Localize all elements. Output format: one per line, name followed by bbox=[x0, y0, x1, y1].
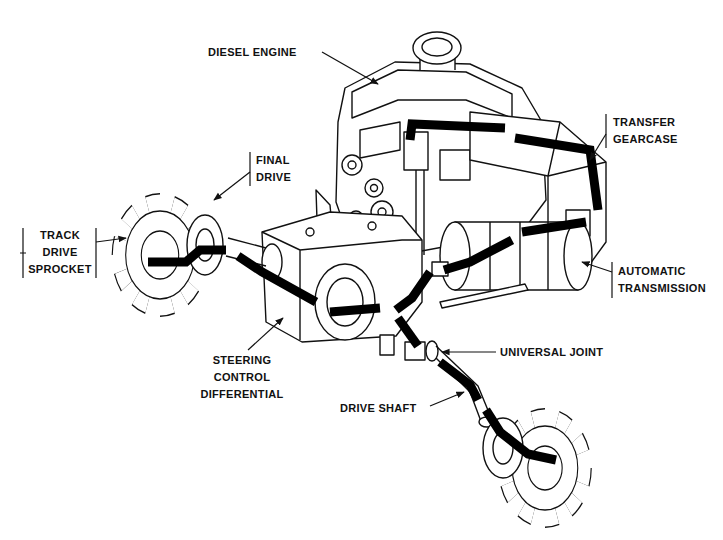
power-flow bbox=[486, 410, 556, 460]
power-flow bbox=[396, 272, 430, 310]
label-bracket bbox=[605, 114, 606, 148]
leader-line bbox=[590, 134, 606, 160]
final-drive-housing bbox=[187, 215, 223, 275]
housing-boss bbox=[306, 228, 314, 236]
part-label: DIESEL ENGINE bbox=[208, 44, 328, 61]
sprocket-body bbox=[126, 211, 195, 299]
leader-line bbox=[442, 351, 496, 352]
mount-bracket bbox=[380, 335, 394, 355]
power-flow bbox=[398, 318, 418, 346]
pulley bbox=[342, 155, 362, 175]
power-flow bbox=[515, 138, 598, 210]
leader-line bbox=[430, 392, 464, 406]
part-label: TRANSFER GEARCASE bbox=[613, 114, 697, 148]
label-bracket bbox=[95, 228, 96, 278]
air-intake bbox=[413, 32, 461, 64]
leader-line bbox=[96, 238, 126, 242]
part-label: DRIVE SHAFT bbox=[340, 400, 435, 417]
power-flow-path bbox=[148, 124, 598, 460]
transmission-face bbox=[440, 222, 470, 290]
label-bracket bbox=[20, 228, 26, 278]
drum-hub bbox=[327, 278, 363, 326]
part-label: STEERING CONTROL DIFFERENTIAL bbox=[194, 352, 290, 403]
rocker-cover bbox=[352, 70, 512, 118]
pulley-hub bbox=[371, 185, 378, 192]
pulley bbox=[365, 179, 383, 197]
left-final-drive bbox=[119, 203, 223, 307]
engine-housing bbox=[440, 150, 470, 180]
label-bracket bbox=[249, 152, 250, 186]
leader-line bbox=[248, 318, 283, 350]
air-intake-bore bbox=[422, 38, 452, 56]
power-flow bbox=[238, 256, 316, 302]
power-flow bbox=[522, 222, 586, 232]
automatic-transmission bbox=[432, 222, 592, 308]
power-flow bbox=[148, 250, 226, 262]
power-flow bbox=[444, 240, 512, 270]
label-bracket bbox=[611, 262, 612, 298]
pulley-hub bbox=[348, 161, 356, 169]
part-label: FINAL DRIVE bbox=[256, 152, 302, 186]
shift-linkage bbox=[440, 284, 528, 308]
engine-housing bbox=[360, 122, 400, 158]
leader-line bbox=[214, 172, 250, 200]
sprocket-hub bbox=[141, 231, 178, 279]
differential-drum bbox=[315, 264, 375, 340]
leader-line bbox=[322, 52, 378, 84]
part-label: UNIVERSAL JOINT bbox=[500, 344, 625, 361]
housing-boss bbox=[368, 222, 376, 230]
power-flow bbox=[410, 124, 505, 140]
power-flow bbox=[330, 308, 380, 312]
part-label: AUTOMATIC TRANSMISSION bbox=[618, 263, 720, 297]
part-label: TRACK DRIVE SPROCKET bbox=[26, 227, 94, 278]
transmission-end bbox=[564, 222, 592, 290]
leader-line bbox=[582, 262, 612, 272]
